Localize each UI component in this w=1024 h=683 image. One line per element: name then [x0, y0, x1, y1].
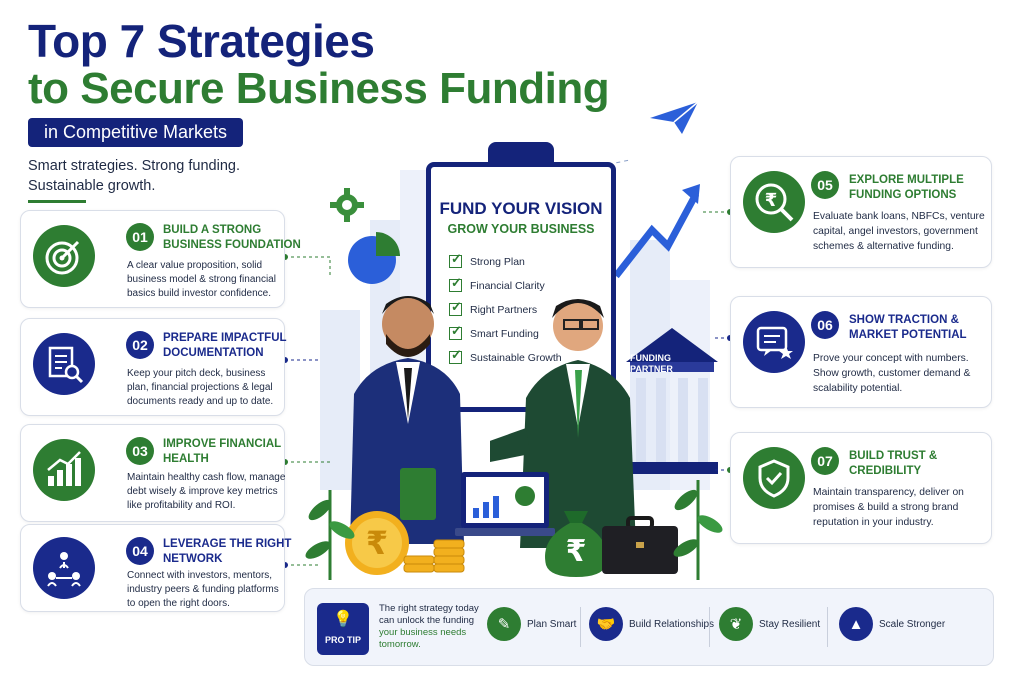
- plant-icon: ❦: [719, 607, 753, 641]
- card-title: BUILD A STRONG BUSINESS FOUNDATION: [163, 224, 301, 251]
- checkbox-icon: [449, 347, 462, 364]
- svg-text:₹: ₹: [566, 534, 587, 569]
- divider: [580, 607, 581, 647]
- growth-chart-icon: ▲: [839, 607, 873, 641]
- rupee-coin-icon: ₹: [345, 511, 409, 575]
- card-description: Maintain healthy cash flow, manage debt …: [127, 472, 286, 511]
- strategy-card-03: 03 IMPROVE FINANCIAL HEALTH Maintain hea…: [20, 424, 285, 522]
- pro-tip-badge: 💡 PRO TIP: [317, 603, 369, 655]
- bank-building-icon: [626, 328, 718, 474]
- tagline-divider: [28, 200, 86, 203]
- handshake-icon: 🤝: [589, 607, 623, 641]
- checklist-item: Financial Clarity: [449, 275, 545, 292]
- card-description: Maintain transparency, deliver on promis…: [813, 487, 964, 528]
- strategy-card-06: 06 SHOW TRACTION & MARKET POTENTIAL Prov…: [730, 296, 992, 408]
- strategy-card-04: 04 LEVERAGE THE RIGHT NETWORK Connect wi…: [20, 524, 291, 612]
- card-title: SHOW TRACTION & MARKET POTENTIAL: [849, 314, 967, 341]
- step-number: 05: [811, 171, 839, 199]
- card-description: Connect with investors, mentors, industr…: [127, 570, 279, 609]
- money-bag-icon: ₹: [545, 511, 607, 577]
- step-number: 06: [811, 311, 839, 339]
- checklist-item: Right Partners: [449, 299, 537, 316]
- tagline: Smart strategies. Strong funding. Sustai…: [28, 158, 240, 194]
- card-description: Keep your pitch deck, business plan, fin…: [127, 368, 274, 407]
- card-title: IMPROVE FINANCIAL HEALTH: [163, 438, 281, 465]
- card-title: BUILD TRUST & CREDIBILITY: [849, 450, 938, 477]
- card-description: A clear value proposition, solid busines…: [127, 260, 276, 299]
- rupee-search-icon: ₹: [743, 171, 805, 233]
- subtitle-pill: in Competitive Markets: [28, 118, 244, 147]
- clipboard-subtitle: GROW YOUR BUSINESS: [447, 222, 595, 236]
- title-line-2: to Secure Business Funding: [28, 64, 610, 113]
- step-number: 02: [126, 331, 154, 359]
- tip-item-stay-resilient: ❦ Stay Resilient: [719, 607, 820, 641]
- card-title: LEVERAGE THE RIGHT NETWORK: [163, 538, 292, 565]
- plant-left-icon: [305, 490, 355, 580]
- laptop-icon: [455, 472, 555, 536]
- network-icon: [33, 537, 95, 599]
- target-icon: [33, 225, 95, 287]
- card-description: Evaluate bank loans, NBFCs, venture capi…: [813, 211, 985, 252]
- growth-arrow-icon: [613, 184, 700, 279]
- strategy-card-05: ₹ 05 EXPLORE MULTIPLE FUNDING OPTIONS Ev…: [730, 156, 992, 268]
- divider: [827, 607, 828, 647]
- lightbulb-icon: 💡: [333, 611, 353, 628]
- strategy-card-07: 07 BUILD TRUST & CREDIBILITY Maintain tr…: [730, 432, 992, 544]
- step-number: 01: [126, 223, 154, 251]
- document-search-icon: [33, 333, 95, 395]
- clipboard-title: FUND YOUR VISION: [439, 199, 603, 218]
- card-title: PREPARE IMPACTFUL DOCUMENTATION: [163, 332, 287, 359]
- pie-chart-icon: [348, 232, 400, 284]
- briefcase-icon: [602, 516, 678, 574]
- bank-sign: FUNDING PARTNER: [630, 353, 673, 374]
- tip-item-plan-smart: ✎ Plan Smart: [487, 607, 576, 641]
- pro-tip-text: The right strategy today can unlock the …: [379, 603, 479, 650]
- checkbox-icon: [449, 275, 462, 292]
- title-line-1: Top 7 Strategies: [28, 15, 375, 67]
- card-title: EXPLORE MULTIPLE FUNDING OPTIONS: [849, 174, 964, 201]
- growth-chart-icon: [33, 439, 95, 501]
- card-description: Prove your concept with numbers. Show gr…: [813, 353, 971, 394]
- businessman-left: [350, 296, 464, 544]
- checklist-item: Strong Plan: [449, 251, 525, 268]
- shield-check-icon: [743, 447, 805, 509]
- step-number: 04: [126, 537, 154, 565]
- checklist-item: Smart Funding: [449, 323, 539, 340]
- checklist-icon: ✎: [487, 607, 521, 641]
- pro-tip-bar: 💡 PRO TIP The right strategy today can u…: [304, 588, 994, 666]
- svg-text:₹: ₹: [366, 524, 388, 562]
- strategy-card-01: 01 BUILD A STRONG BUSINESS FOUNDATION A …: [20, 210, 301, 308]
- step-number: 07: [811, 447, 839, 475]
- step-number: 03: [126, 437, 154, 465]
- paper-plane-icon: [650, 101, 699, 134]
- tip-item-scale-stronger: ▲ Scale Stronger: [839, 607, 945, 641]
- presentation-icon: [743, 311, 805, 373]
- tip-item-build-relationships: 🤝 Build Relationships: [589, 607, 714, 641]
- checkbox-icon: [449, 299, 462, 316]
- strategy-card-02: 02 PREPARE IMPACTFUL DOCUMENTATION Keep …: [20, 318, 286, 416]
- plant-right-icon: [673, 480, 723, 580]
- gear-icon: [330, 188, 364, 222]
- checkbox-icon: [449, 323, 462, 340]
- divider: [709, 607, 710, 647]
- checkbox-icon: [449, 251, 462, 268]
- coin-stack-icon: [403, 539, 465, 573]
- checklist-item: Sustainable Growth: [449, 347, 562, 364]
- svg-text:₹: ₹: [765, 190, 778, 211]
